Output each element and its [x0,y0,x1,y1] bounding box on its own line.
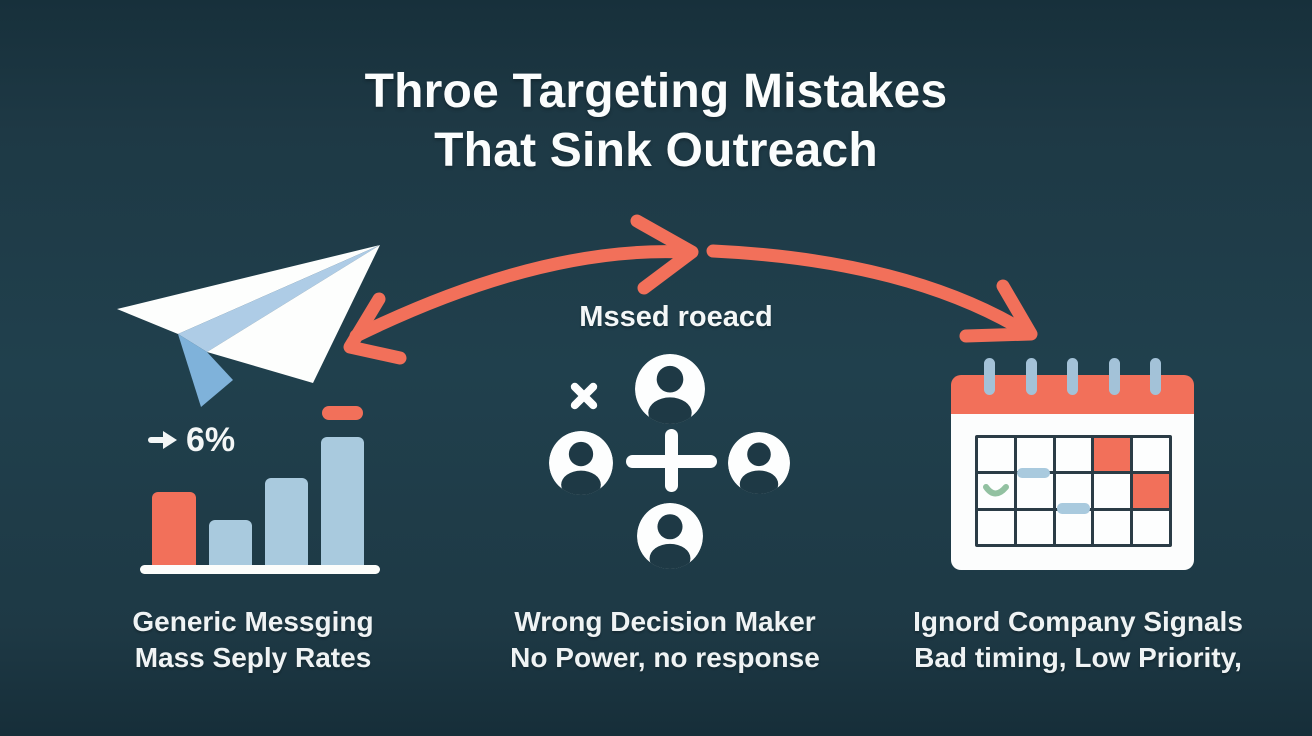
calendar-cell [1016,510,1053,544]
plus-icon-vertical [665,429,678,492]
calendar-cell [1055,438,1092,472]
infographic-title: Throe Targeting Mistakes That Sink Outre… [0,62,1312,180]
calendar-cell [978,510,1014,544]
calendar-icon [951,358,1194,572]
calendar-ring-icon [1109,358,1120,395]
calendar-cell [978,474,1014,508]
right-arrow-icon [148,431,177,449]
paper-plane-icon [117,245,380,407]
chart-baseline [140,565,380,574]
bar-marker-dash [322,406,363,420]
calendar-grid [975,435,1172,547]
calendar-cell [1016,474,1053,508]
section-label-generic-messaging: Generic Messging Mass Seply Rates [98,604,408,676]
calendar-ring-icon [1067,358,1078,395]
bar-chart-icon [140,400,380,574]
chart-bar [209,520,252,565]
calendar-ring-icon [984,358,995,395]
section-label-wrong-decision-maker: Wrong Decision Maker No Power, no respon… [510,604,820,676]
missed-reach-caption: Mssed roeacd [579,301,773,333]
label-line: No Power, no response [510,642,820,673]
calendar-cell [1133,510,1169,544]
curved-arrow-mid-head-icon [630,214,699,295]
person-icon-top [635,354,705,424]
calendar-ring-icon [1026,358,1037,395]
calendar-cell [1133,438,1169,472]
chart-bar [152,492,196,565]
label-line: Ignord Company Signals [913,606,1243,637]
calendar-cell-highlighted [1094,438,1131,472]
event-dash-icon [1057,503,1090,514]
title-line-2: That Sink Outreach [434,124,878,177]
calendar-cell [1055,510,1092,544]
x-mark-icon [568,380,600,412]
chart-bar [321,437,364,565]
calendar-ring-icon [1150,358,1161,395]
person-icon-bottom [637,503,703,569]
section-label-ignored-company-signals: Ignord Company Signals Bad timing, Low P… [900,604,1256,676]
curved-arrow-right-head-icon [959,279,1038,343]
curved-arrow-left-icon [349,245,691,343]
calendar-cell [1094,474,1131,508]
curved-arrow-right-icon [706,244,1023,333]
label-line: Wrong Decision Maker [514,606,816,637]
calendar-cell-highlighted [1133,474,1169,508]
bar-group [152,437,364,565]
calendar-cell [1094,510,1131,544]
curved-arrow-left-head-icon [343,292,407,365]
title-line-1: Throe Targeting Mistakes [364,65,948,118]
reply-rate-value: 6% [186,420,236,459]
check-icon [982,483,1009,497]
reply-rate-stat: 6% [148,420,236,459]
calendar-cell [978,438,1014,472]
calendar-cell [1055,474,1092,508]
label-line: Bad timing, Low Priority, [914,642,1242,673]
person-icon-right [728,432,790,494]
calendar-cell [1016,438,1053,472]
event-dash-icon [1017,468,1050,478]
label-line: Generic Messging [132,606,374,637]
chart-bar [265,478,308,565]
label-line: Mass Seply Rates [134,642,372,673]
person-icon-left [549,431,613,495]
